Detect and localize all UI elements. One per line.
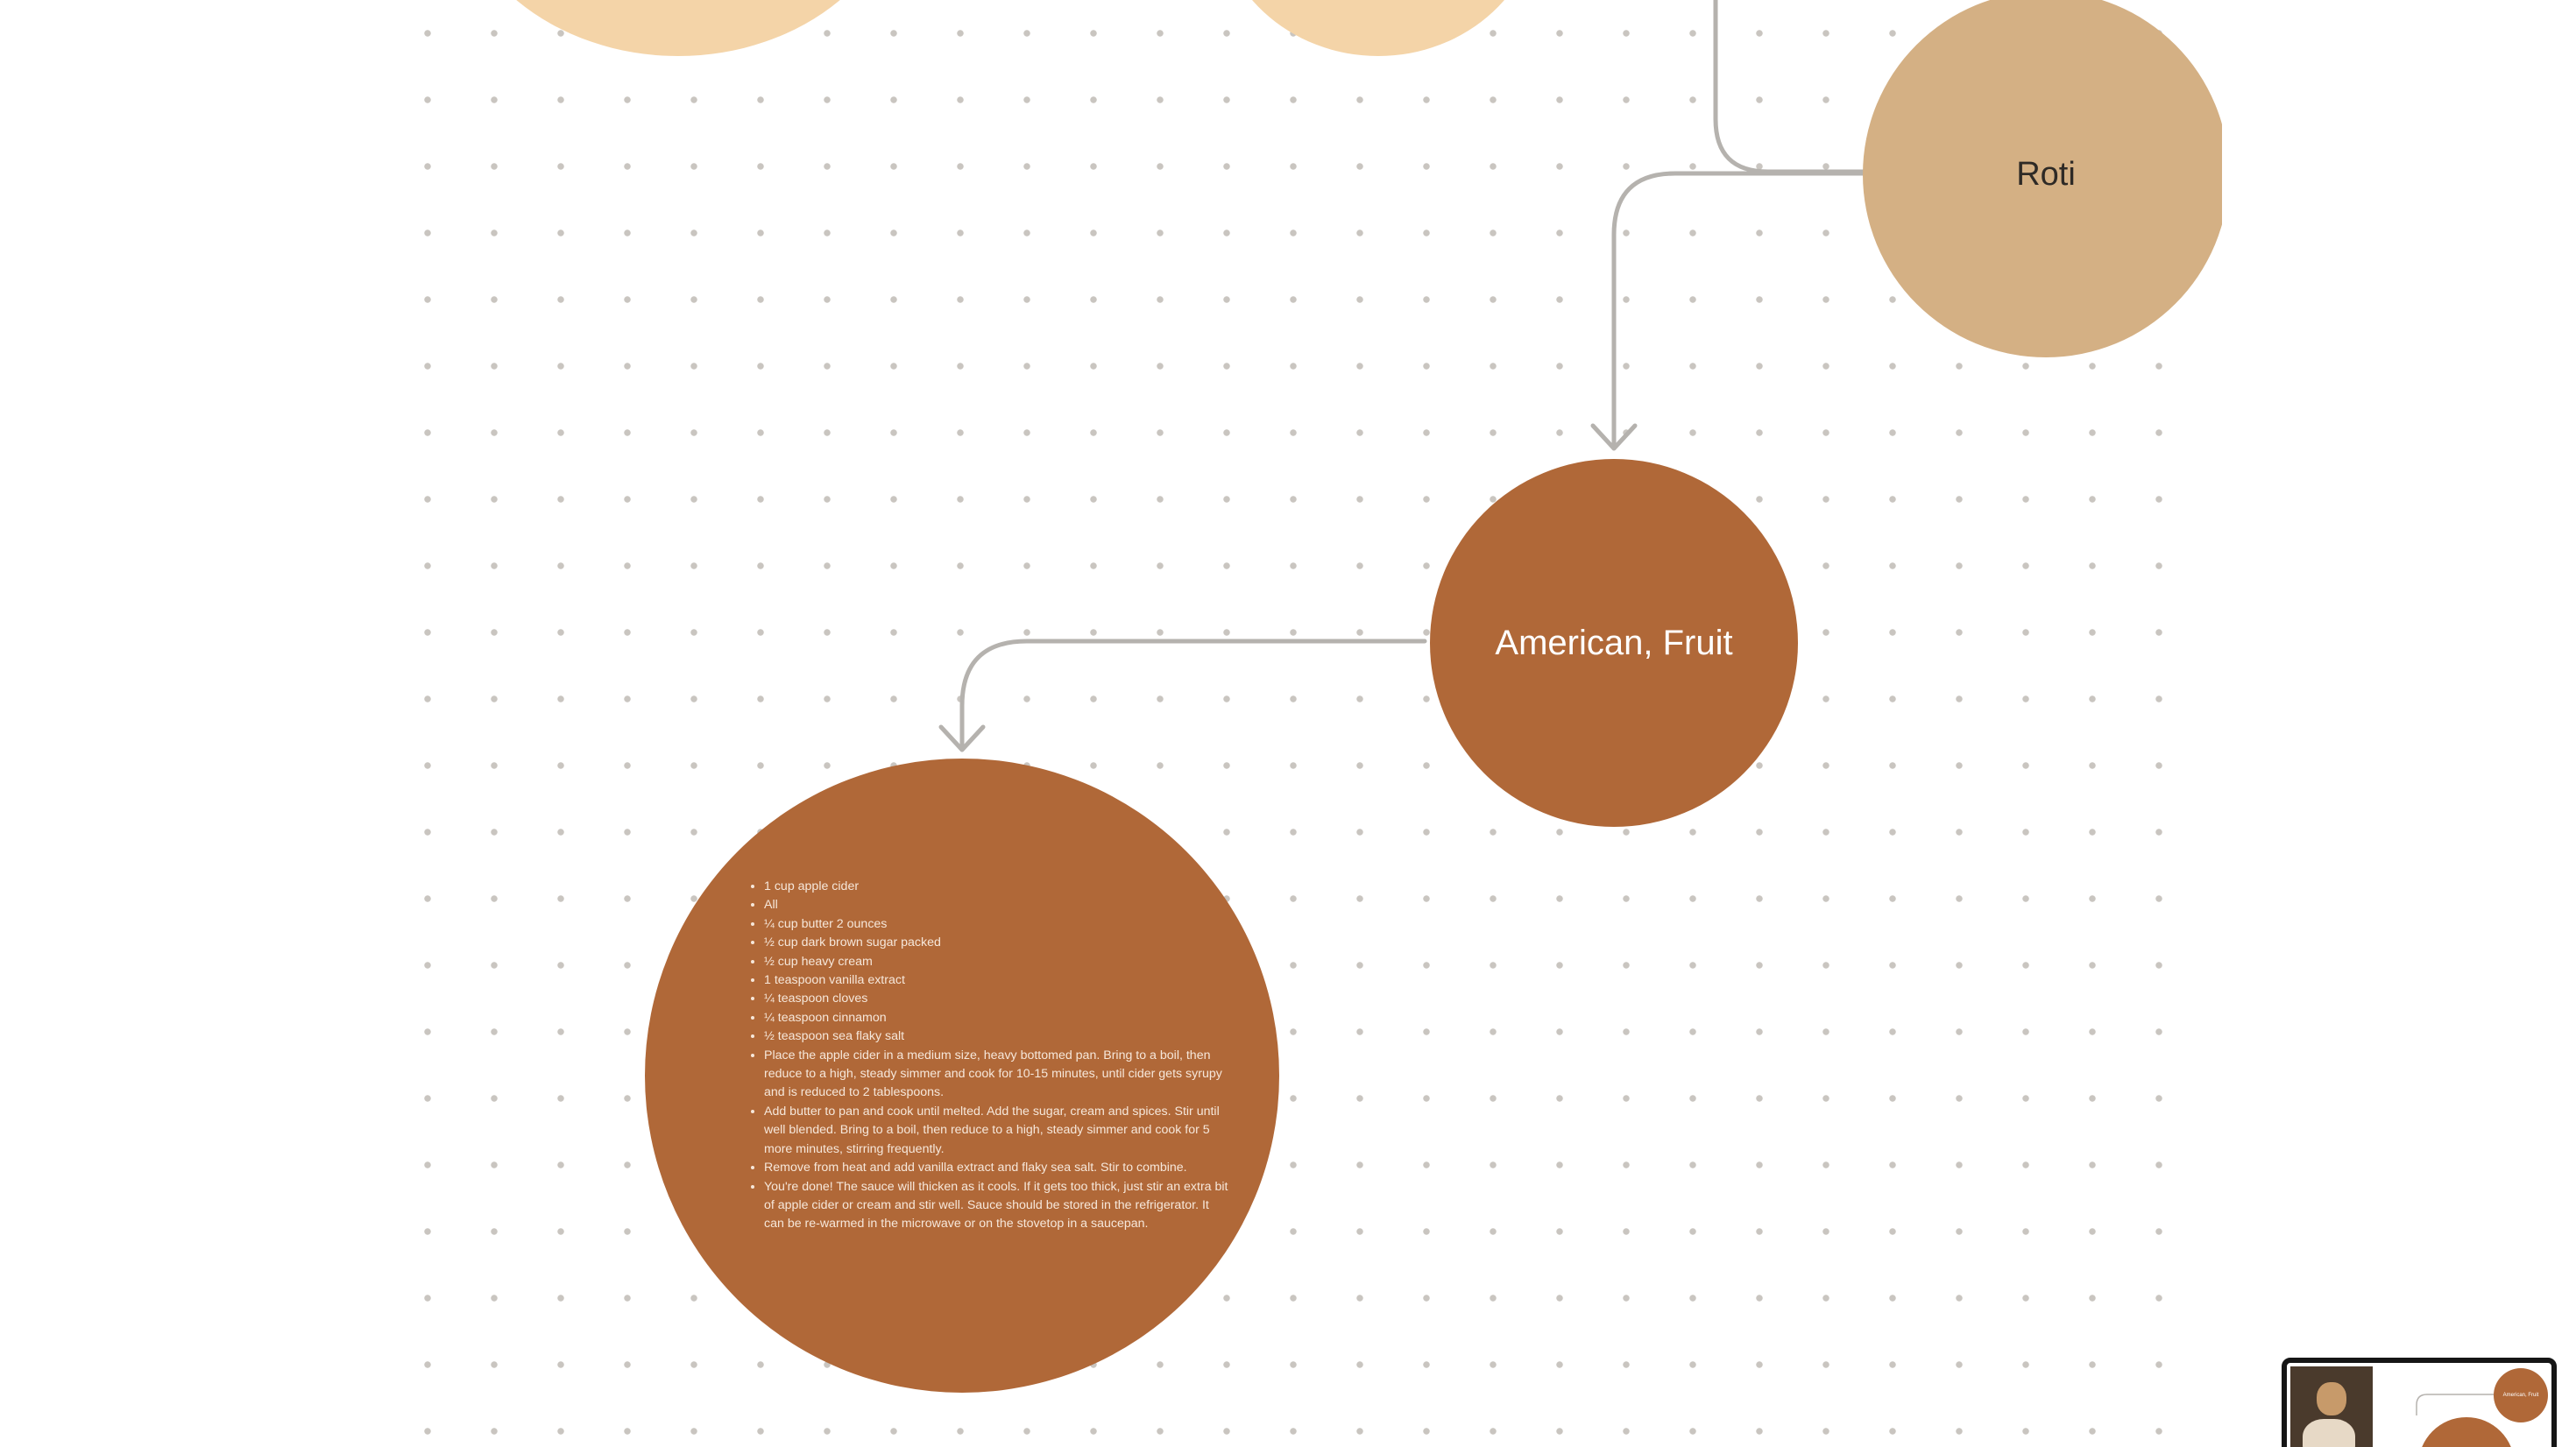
recipe-step: You're done! The sauce will thicken as i…	[764, 1178, 1228, 1234]
recipe-step: Remove from heat and add vanilla extract…	[764, 1159, 1228, 1177]
canvas-right-margin	[2222, 0, 2576, 1447]
recipe-item: ½ cup dark brown sugar packed	[764, 934, 1228, 952]
recipe-item: ¼ cup butter 2 ounces	[764, 915, 1228, 934]
minimap-edge	[2416, 1394, 2494, 1415]
recipe-item: 1 teaspoon vanilla extract	[764, 971, 1228, 990]
arrowhead-recipe	[938, 724, 986, 752]
recipe-step: Add butter to pan and cook until melted.…	[764, 1103, 1228, 1159]
arrowhead-american-fruit	[1590, 423, 1638, 451]
edge-american-fruit-to-recipe	[959, 639, 1427, 749]
recipe-item: ½ teaspoon sea flaky salt	[764, 1027, 1228, 1046]
recipe-list: 1 cup apple cider All ¼ cup butter 2 oun…	[745, 878, 1228, 1234]
minimap-photo-thumbnail	[2290, 1366, 2373, 1447]
diagram-node-roti[interactable]: Roti	[1863, 0, 2229, 357]
recipe-item: ¼ teaspoon cloves	[764, 990, 1228, 1008]
minimap-node-label: American, Fruit	[2502, 1393, 2539, 1398]
minimap[interactable]: American, Fruit	[2282, 1358, 2557, 1447]
minimap-photo-hand	[2317, 1382, 2346, 1415]
recipe-item: 1 cup apple cider	[764, 878, 1228, 896]
edge-top-to-roti	[1713, 0, 1865, 174]
recipe-item: ½ cup heavy cream	[764, 953, 1228, 971]
node-label-american-fruit: American, Fruit	[1495, 623, 1733, 662]
diagram-node-american-fruit[interactable]: American, Fruit	[1430, 459, 1798, 827]
recipe-item: All	[764, 896, 1228, 914]
minimap-node-american-fruit: American, Fruit	[2494, 1368, 2548, 1422]
edge-roti-to-american-fruit	[1611, 171, 1865, 449]
minimap-photo-cup	[2303, 1419, 2355, 1447]
recipe-item: ¼ teaspoon cinnamon	[764, 1009, 1228, 1027]
recipe-step: Place the apple cider in a medium size, …	[764, 1047, 1228, 1103]
node-label-roti: Roti	[2016, 155, 2076, 193]
diagram-node-recipe[interactable]: 1 cup apple cider All ¼ cup butter 2 oun…	[645, 759, 1279, 1393]
